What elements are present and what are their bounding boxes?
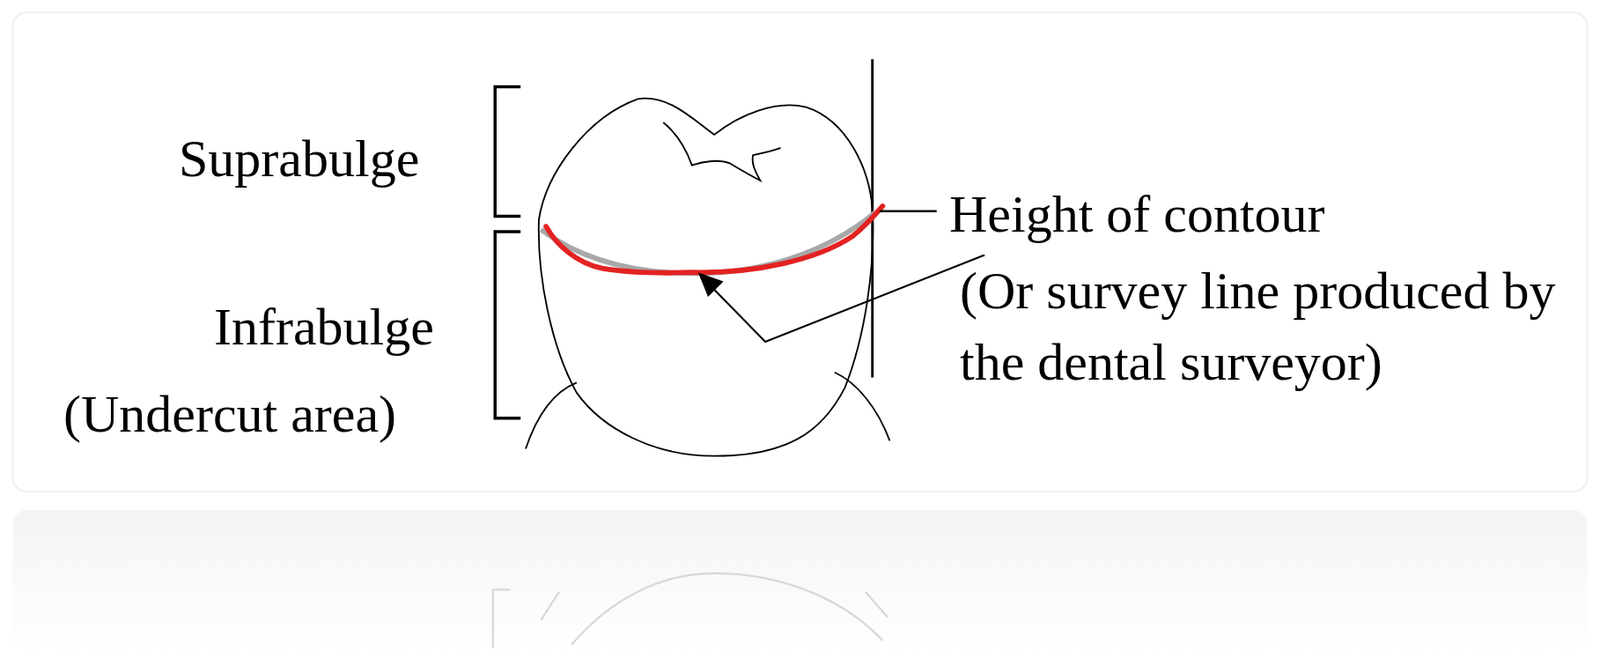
- infrabulge-bracket: [494, 231, 521, 419]
- line-label: Height of contour: [949, 178, 1326, 251]
- arrow-head: [699, 272, 723, 295]
- leader-line: [879, 210, 937, 213]
- region-label: (Undercut area): [63, 378, 397, 450]
- note-label: (Or survey line produced by the dental s…: [959, 255, 1594, 399]
- leader-line: [712, 255, 985, 342]
- height-of-contour-line: [545, 206, 883, 273]
- fissure: [663, 122, 781, 181]
- reflection: [493, 573, 888, 649]
- tooth-outline: [538, 98, 874, 457]
- reflection-panel: [12, 509, 1587, 653]
- gum-line: [834, 372, 891, 442]
- suprabulge-bracket: [494, 86, 521, 216]
- panel: [12, 12, 1587, 492]
- region-label: Suprabulge: [178, 123, 420, 195]
- gum-line: [525, 382, 577, 449]
- region-label: Infrabulge: [213, 291, 435, 363]
